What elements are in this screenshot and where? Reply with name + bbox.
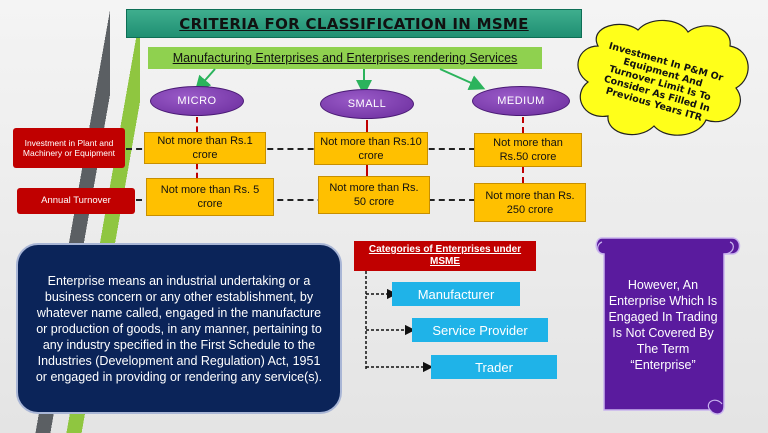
category-medium: MEDIUM: [472, 86, 570, 116]
category-service-provider: Service Provider: [412, 318, 548, 342]
category-small: SMALL: [320, 89, 414, 119]
enterprise-definition: Enterprise means an industrial undertaki…: [16, 243, 342, 414]
limit-medium-turnover: Not more than Rs. 250 crore: [474, 183, 586, 222]
criteria-turnover-label: Annual Turnover: [17, 188, 135, 214]
subtitle-banner: Manufacturing Enterprises and Enterprise…: [148, 47, 542, 69]
limit-micro-turnover: Not more than Rs. 5 crore: [146, 178, 274, 216]
page-title: CRITERIA FOR CLASSIFICATION IN MSME: [126, 9, 582, 38]
category-trader: Trader: [431, 355, 557, 379]
limit-medium-investment: Not more than Rs.50 crore: [474, 133, 582, 167]
arrow-to-medium: [439, 68, 486, 91]
limit-micro-investment: Not more than Rs.1 crore: [144, 132, 266, 164]
trading-note-scroll: [595, 237, 741, 415]
trading-note-text: However, An Enterprise Which Is Engaged …: [608, 278, 718, 372]
enterprise-categories-heading: Categories of Enterprises under MSME: [354, 241, 536, 271]
criteria-investment-label: Investment in Plant and Machinery or Equ…: [13, 128, 125, 168]
category-manufacturer: Manufacturer: [392, 282, 520, 306]
note-bubble: [577, 19, 749, 136]
arrow-to-micro: [194, 68, 216, 92]
limit-small-investment: Not more than Rs.10 crore: [314, 132, 428, 165]
category-micro: MICRO: [150, 86, 244, 116]
enterprise-definition-text: Enterprise means an industrial undertaki…: [35, 273, 323, 384]
limit-small-turnover: Not more than Rs. 50 crore: [318, 176, 430, 214]
